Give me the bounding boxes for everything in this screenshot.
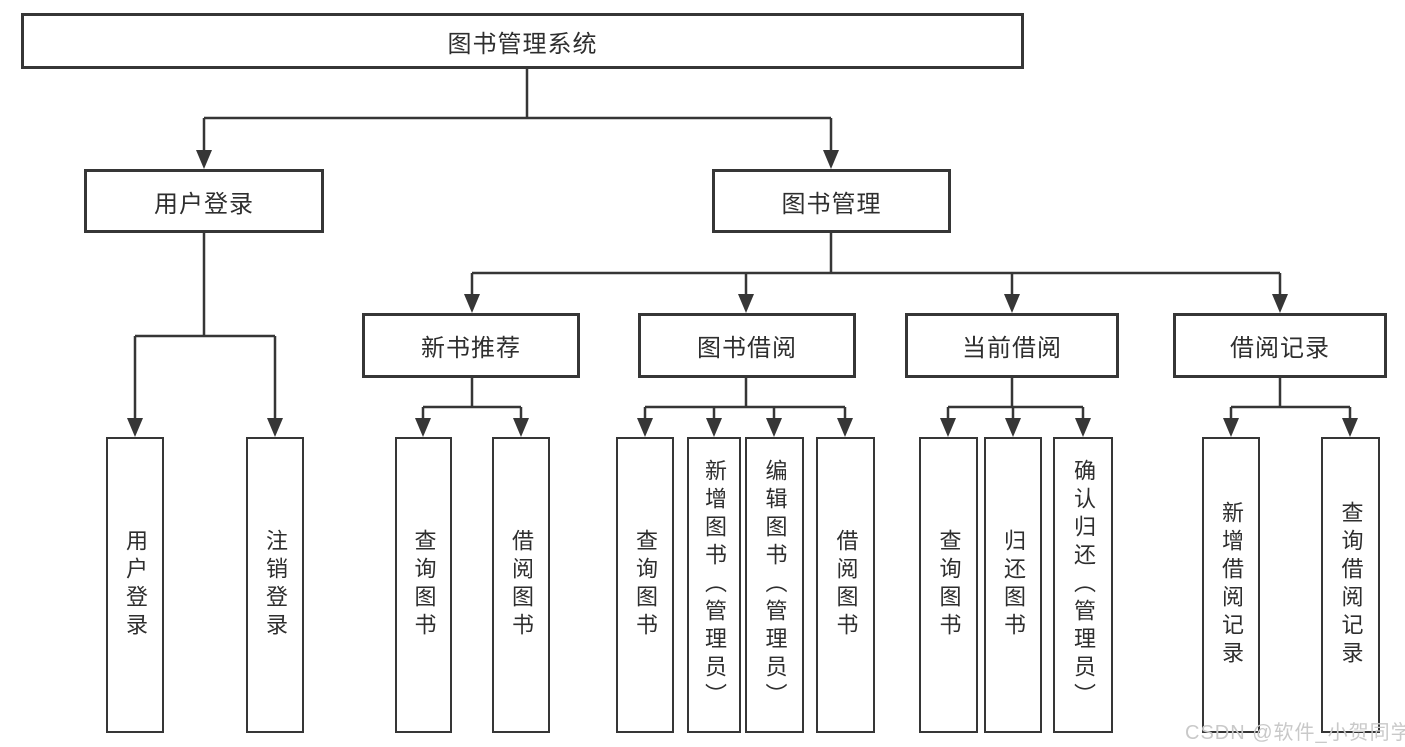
leaf-borrow-books-recommend: 借阅图书 xyxy=(492,437,550,733)
arrowhead xyxy=(1342,418,1358,437)
leaf-confirm-return-admin: 确认归还（管理员） xyxy=(1053,437,1113,733)
node-current-borrowing-label: 当前借阅 xyxy=(962,335,1062,362)
connector-new-book-children xyxy=(415,378,529,437)
connector-borrowing-children xyxy=(637,378,853,437)
node-library-system-label: 图书管理系统 xyxy=(447,30,598,58)
leaf-query-borrow-record: 查询借阅记录 xyxy=(1321,437,1380,733)
leaf-user-login: 用户登录 xyxy=(106,437,164,733)
arrowhead xyxy=(513,418,529,437)
leaf-query-borrow-record-label: 查询借阅记录 xyxy=(1338,501,1364,669)
leaf-borrow-books: 借阅图书 xyxy=(816,437,875,733)
leaf-edit-books-admin-label: 编辑图书（管理员） xyxy=(762,459,788,711)
arrowhead xyxy=(1272,294,1288,313)
leaf-query-books-current-label: 查询图书 xyxy=(936,529,962,641)
arrowhead xyxy=(464,294,480,313)
leaf-borrow-books-recommend-label: 借阅图书 xyxy=(509,529,534,641)
arrowhead xyxy=(738,294,754,313)
node-new-book-recommend-label: 新书推荐 xyxy=(421,335,521,362)
node-book-borrowing: 图书借阅 xyxy=(638,313,856,378)
leaf-query-books-borrowing: 查询图书 xyxy=(616,437,674,733)
arrowhead xyxy=(1075,418,1091,437)
arrowhead xyxy=(823,150,839,169)
leaf-confirm-return-admin-label: 确认归还（管理员） xyxy=(1071,459,1096,711)
leaf-add-borrow-record: 新增借阅记录 xyxy=(1202,437,1260,733)
node-book-management-label: 图书管理 xyxy=(781,190,882,218)
arrowhead xyxy=(637,418,653,437)
node-user-login: 用户登录 xyxy=(84,169,324,233)
connector-records-children xyxy=(1223,378,1358,437)
leaf-return-books-label: 归还图书 xyxy=(1001,529,1026,641)
arrowhead xyxy=(267,418,283,437)
connector-user-login-children xyxy=(127,233,283,437)
node-user-login-label: 用户登录 xyxy=(154,190,254,218)
node-book-borrowing-label: 图书借阅 xyxy=(697,335,797,362)
arrowhead xyxy=(706,418,722,437)
csdn-watermark: CSDN @软件_小贺同学 xyxy=(1185,722,1405,744)
node-borrow-records-label: 借阅记录 xyxy=(1230,335,1330,362)
arrowhead xyxy=(415,418,431,437)
node-new-book-recommend: 新书推荐 xyxy=(362,313,580,378)
node-book-management: 图书管理 xyxy=(712,169,951,233)
leaf-query-books-recommend-label: 查询图书 xyxy=(411,529,437,641)
arrowhead xyxy=(940,418,956,437)
leaf-add-books-admin: 新增图书（管理员） xyxy=(687,437,741,733)
node-library-system: 图书管理系统 xyxy=(21,13,1024,69)
leaf-query-books-recommend: 查询图书 xyxy=(395,437,452,733)
leaf-edit-books-admin: 编辑图书（管理员） xyxy=(745,437,804,733)
arrowhead xyxy=(127,418,143,437)
leaf-borrow-books-label: 借阅图书 xyxy=(833,529,859,641)
node-current-borrowing: 当前借阅 xyxy=(905,313,1119,378)
arrowhead xyxy=(1004,294,1020,313)
connector-current-children xyxy=(940,378,1091,437)
arrowhead xyxy=(1005,418,1021,437)
arrowhead xyxy=(1223,418,1239,437)
leaf-query-books-current: 查询图书 xyxy=(919,437,978,733)
arrowhead xyxy=(196,150,212,169)
arrowhead xyxy=(837,418,853,437)
connector-book-management-children xyxy=(464,233,1288,313)
leaf-return-books: 归还图书 xyxy=(984,437,1042,733)
leaf-query-books-borrowing-label: 查询图书 xyxy=(633,529,658,641)
leaf-logout-label: 注销登录 xyxy=(263,529,288,641)
leaf-logout: 注销登录 xyxy=(246,437,304,733)
arrowhead xyxy=(766,418,782,437)
leaf-user-login-label: 用户登录 xyxy=(123,529,148,641)
leaf-add-borrow-record-label: 新增借阅记录 xyxy=(1219,501,1244,669)
leaf-add-books-admin-label: 新增图书（管理员） xyxy=(702,459,727,711)
connector-root-to-level2 xyxy=(196,69,839,169)
node-borrow-records: 借阅记录 xyxy=(1173,313,1387,378)
